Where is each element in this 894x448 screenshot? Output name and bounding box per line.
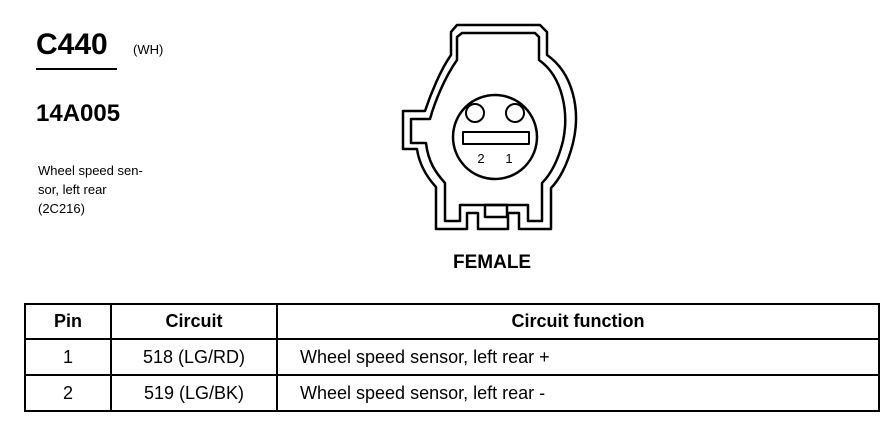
- cell-pin: 2: [24, 374, 112, 412]
- table-row: 1 518 (LG/RD) Wheel speed sensor, left r…: [24, 338, 880, 376]
- description-line: (2C216): [38, 201, 85, 216]
- cell-circuit: 518 (LG/RD): [110, 338, 278, 376]
- connector-outer-shell: [401, 23, 578, 231]
- locking-tab: [483, 203, 509, 219]
- keying-bar: [462, 131, 530, 145]
- connector-inner-shell: [409, 31, 567, 223]
- terminal-cavity: [451, 93, 539, 181]
- connector-id-underline: [36, 68, 117, 70]
- table-header-row: Pin Circuit Circuit function: [24, 303, 880, 340]
- description-line: sor, left rear: [38, 182, 107, 197]
- cell-circuit: 519 (LG/BK): [110, 374, 278, 412]
- connector-id: C440: [36, 28, 108, 61]
- table-row: 2 519 (LG/BK) Wheel speed sensor, left r…: [24, 374, 880, 412]
- pinout-table: Pin Circuit Circuit function 1 518 (LG/R…: [24, 303, 880, 412]
- header-pin: Pin: [24, 303, 112, 340]
- header-circuit-function: Circuit function: [276, 303, 880, 340]
- connector-face-diagram: 2 1: [401, 23, 578, 231]
- connector-description: Wheel speed sen- sor, left rear (2C216): [38, 161, 178, 218]
- cell-function: Wheel speed sensor, left rear -: [276, 374, 880, 412]
- pin-hole-2: [465, 103, 485, 123]
- cell-function: Wheel speed sensor, left rear +: [276, 338, 880, 376]
- gender-label: FEMALE: [453, 252, 532, 273]
- header-circuit: Circuit: [110, 303, 278, 340]
- connector-color-code: (WH): [133, 42, 164, 57]
- pin-hole-1: [505, 103, 525, 123]
- pin-label-1: 1: [505, 151, 512, 166]
- pin-label-2: 2: [477, 151, 484, 166]
- cell-pin: 1: [24, 338, 112, 376]
- part-number: 14A005: [36, 100, 121, 127]
- description-line: Wheel speed sen-: [38, 163, 143, 178]
